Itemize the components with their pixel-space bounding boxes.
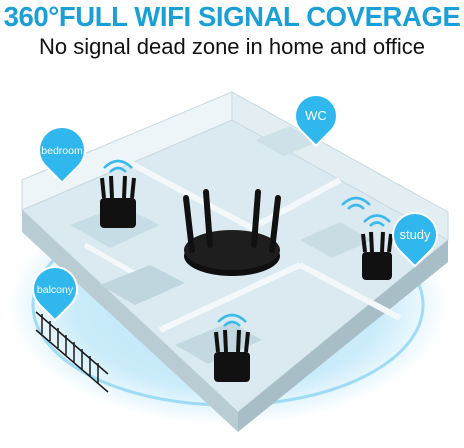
room-label-balcony: balcony (36, 284, 74, 296)
repeater-icon-kitchen (214, 313, 250, 382)
router-icon (183, 189, 281, 276)
sofa (100, 265, 185, 305)
headline: 360°FULL WIFI SIGNAL COVERAGE (3, 1, 461, 32)
repeater-icon-bedroom (100, 159, 136, 228)
desk (300, 222, 372, 258)
interior-wall (250, 177, 342, 231)
house-wall-front-left (22, 210, 238, 432)
subline: No signal dead zone in home and office (38, 34, 426, 59)
wifi-icon-wc (341, 196, 371, 210)
room-label-wc: WC (305, 108, 327, 123)
room-label-bedroom: bedroom (41, 145, 83, 157)
room-label-study: study (399, 227, 431, 242)
interior-wall (158, 262, 302, 333)
balcony-railing (35, 311, 109, 393)
repeater-icon-study (361, 214, 393, 280)
interior-wall (298, 262, 402, 321)
house-wall-front-right (238, 240, 448, 432)
bath (255, 126, 318, 156)
